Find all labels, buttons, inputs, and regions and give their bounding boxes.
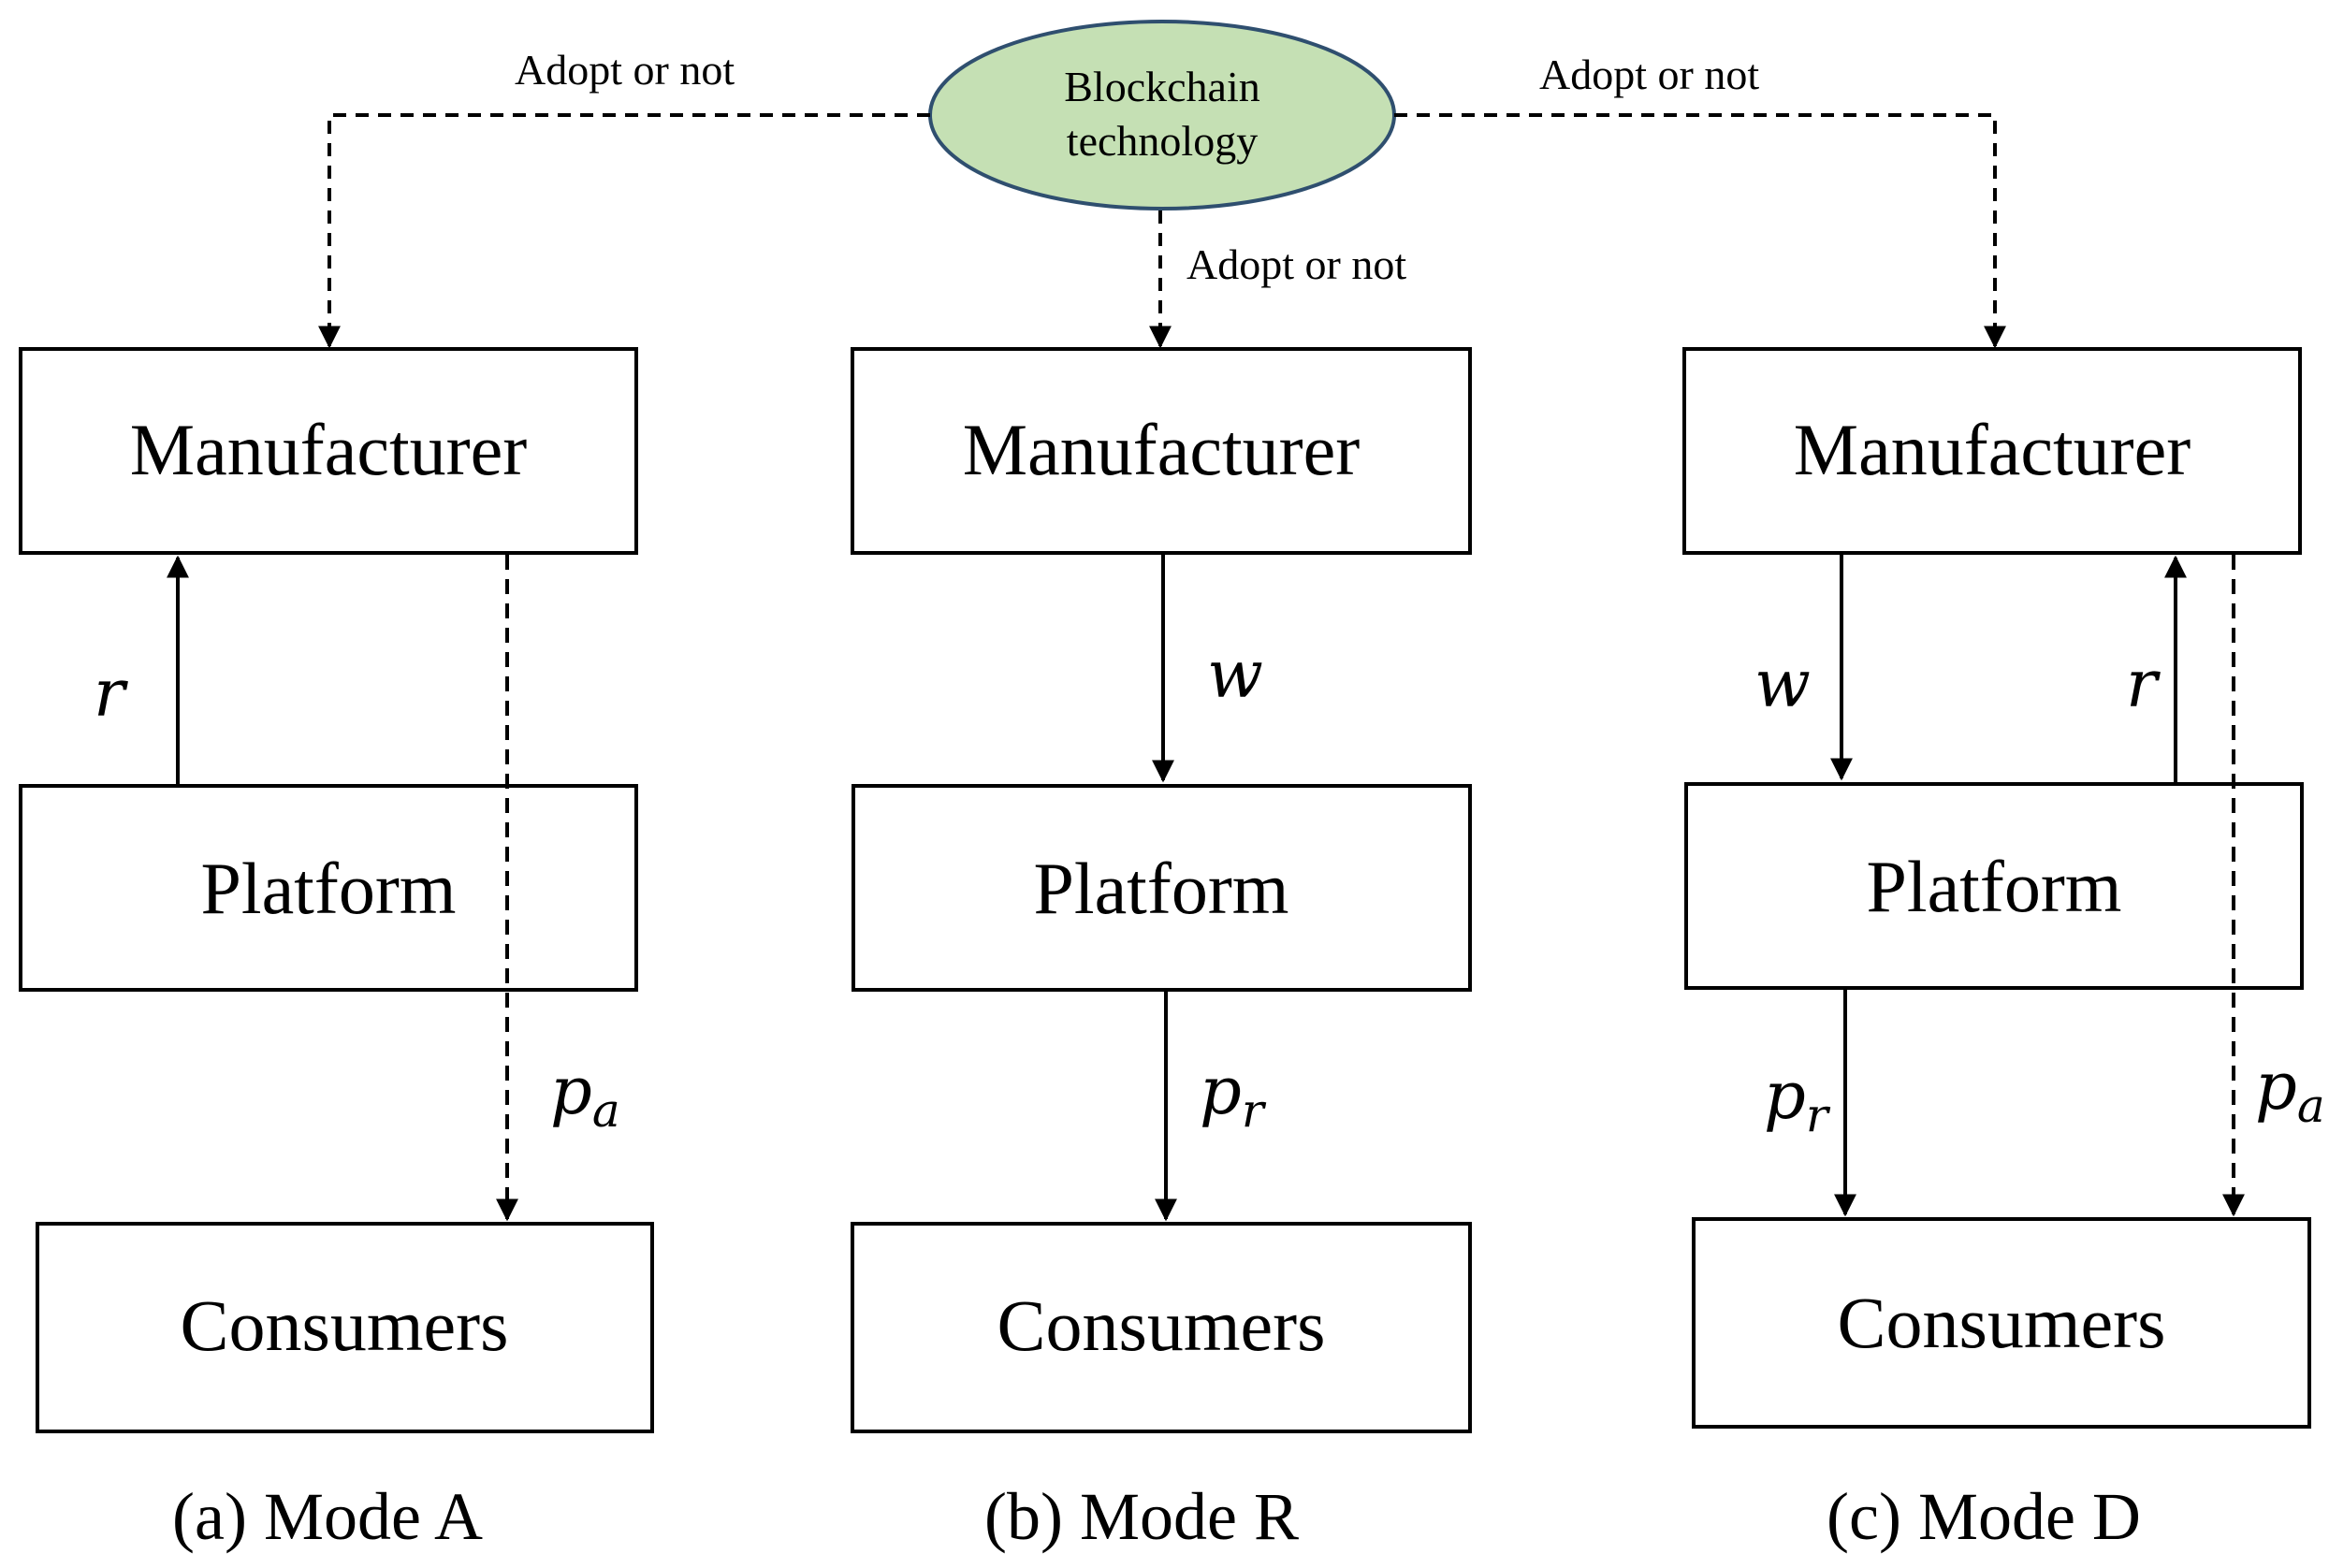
mode-r-platform-box	[852, 784, 1472, 992]
blockchain-label-line2: technology	[1067, 117, 1258, 165]
mode-d-w-label: w	[1754, 646, 1811, 722]
mode-r-consumers-box	[851, 1222, 1472, 1433]
mode-r-platform-label: Platform	[1034, 848, 1289, 929]
mode-a-consumers-label: Consumers	[181, 1285, 509, 1366]
mode-d-pa-label: pa	[2255, 1048, 2325, 1133]
mode-d-manufacturer-box	[1682, 347, 2302, 555]
adopt-label-d: Adopt or not	[1539, 51, 1759, 98]
mode-r-consumers-label: Consumers	[997, 1285, 1326, 1366]
mode-r-caption: (b) Mode R	[984, 1479, 1299, 1554]
mode-d-consumers-label: Consumers	[1838, 1282, 2166, 1363]
mode-r-pr-label: pr	[1200, 1053, 1267, 1138]
mode-a-platform-label: Platform	[201, 848, 457, 929]
blockchain-label-line1: Blockchain	[1064, 63, 1260, 110]
mode-a-platform-box	[19, 784, 638, 992]
mode-a-pa-label: pa	[550, 1053, 620, 1138]
mode-d-platform-label: Platform	[1867, 846, 2122, 927]
mode-d-manufacturer-label: Manufacturer	[1794, 409, 2191, 490]
mode-a-consumers-box	[36, 1222, 654, 1433]
mode-r-w-label: w	[1207, 636, 1263, 713]
mode-a-manufacturer-label: Manufacturer	[130, 409, 527, 490]
mode-r-manufacturer-box	[851, 347, 1472, 555]
adopt-arrow-mode-d	[1394, 113, 2006, 349]
adopt-label-r: Adopt or not	[1186, 240, 1406, 288]
adopt-arrow-mode-a	[318, 113, 930, 349]
mode-d-caption: (c) Mode D	[1827, 1479, 2141, 1554]
mode-d-r-label: r	[2126, 646, 2161, 722]
mode-r-manufacturer-label: Manufacturer	[963, 409, 1360, 490]
mode-a-r-label: r	[94, 655, 128, 732]
mode-a-caption: (a) Mode A	[172, 1479, 483, 1554]
mode-a-manufacturer-box	[19, 347, 638, 555]
blockchain-node	[928, 20, 1396, 211]
mode-d-pr-label: pr	[1764, 1057, 1831, 1142]
adopt-label-a: Adopt or not	[515, 46, 735, 94]
mode-d-consumers-box	[1692, 1217, 2311, 1429]
mode-d-platform-box	[1684, 782, 2304, 990]
